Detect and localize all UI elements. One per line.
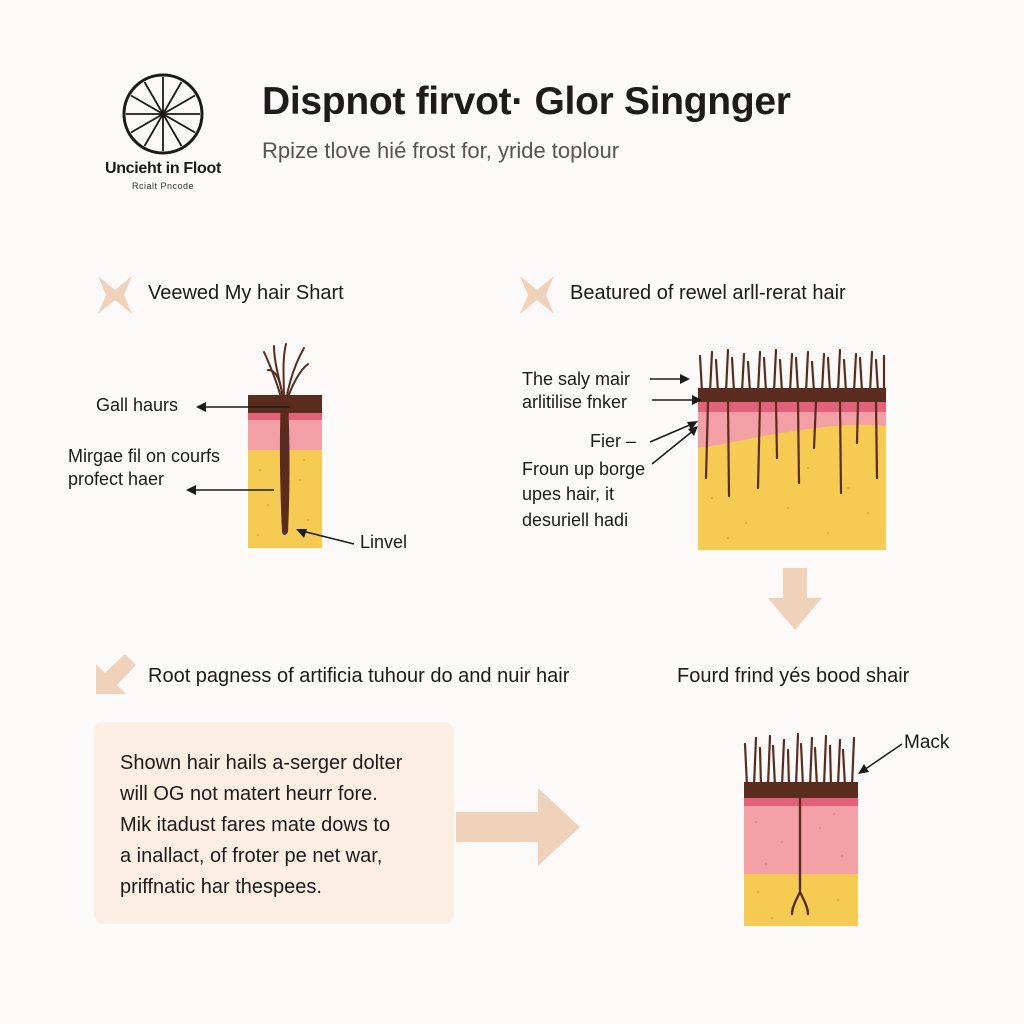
label-upes-hair: upes hair, it: [522, 484, 615, 504]
wheel-logo-icon: [122, 73, 204, 155]
label-mirgae: Mirgae fil on courfs: [68, 446, 221, 466]
arrow-right-icon: [650, 374, 690, 384]
section-heading-left: Veewed My hair Shart: [148, 282, 344, 304]
logo-name: Uncieht in Floot: [104, 160, 222, 177]
label-linvel: Linvel: [360, 532, 408, 552]
arrow-left-icon: [186, 485, 274, 495]
label-arlitilise: arlitilise fnker: [522, 392, 628, 412]
arrow-down-left-icon: [858, 743, 903, 774]
hair-cross-section-dense: [698, 348, 886, 550]
arrow-up-right-icon: [651, 426, 698, 465]
note-text: Shown hair hails a-serger dolter will OG…: [120, 748, 440, 903]
note-line: priffnatic har thespees.: [120, 876, 322, 898]
section-heading-right: Beatured of rewel arll-rerat hair: [570, 282, 846, 304]
label-desuriell: desuriell hadi: [522, 510, 629, 530]
page-subtitle: Rpize tlove hié frost for, yride toplour: [262, 138, 620, 163]
logo-tagline: Rcialt Pncode: [131, 181, 195, 191]
arrow-left-icon: [296, 529, 355, 545]
bowtie-icon: [520, 276, 554, 314]
hair-cross-section-single: [248, 343, 322, 548]
note-box: [94, 722, 454, 924]
bowtie-icon: [98, 276, 132, 314]
label-fier: Fier –: [590, 431, 637, 451]
arrow-right-large-icon: [456, 788, 580, 866]
arrow-down-left-icon: [96, 654, 136, 694]
note-line: will OG not matert heurr fore.: [120, 783, 378, 805]
label-gall-haurs: Gall haurs: [96, 395, 179, 415]
label-saly-mair: The saly mair: [522, 369, 631, 389]
label-profect: profect haer: [68, 469, 165, 489]
section-heading-bottom-left: Root pagness of artificia tuhour do and …: [148, 665, 570, 687]
note-line: Shown hair hails a-serger dolter: [120, 752, 403, 774]
label-mack: Mack: [904, 732, 950, 753]
arrow-right-icon: [652, 395, 702, 405]
arrow-up-right-icon: [649, 421, 698, 443]
section-heading-bottom-right: Fourd frind yés bood shair: [677, 665, 910, 687]
arrow-left-icon: [196, 402, 290, 412]
note-line: a inallact, of froter pe net war,: [120, 845, 383, 867]
arrow-down-icon: [768, 568, 822, 630]
hair-cross-section-result: [743, 732, 858, 926]
page-title: Dispnot firvot· Glor Singnger: [262, 80, 791, 123]
note-line: Mik itadust fares mate dows to: [120, 814, 391, 836]
label-froun-up: Froun up borge: [522, 459, 646, 479]
